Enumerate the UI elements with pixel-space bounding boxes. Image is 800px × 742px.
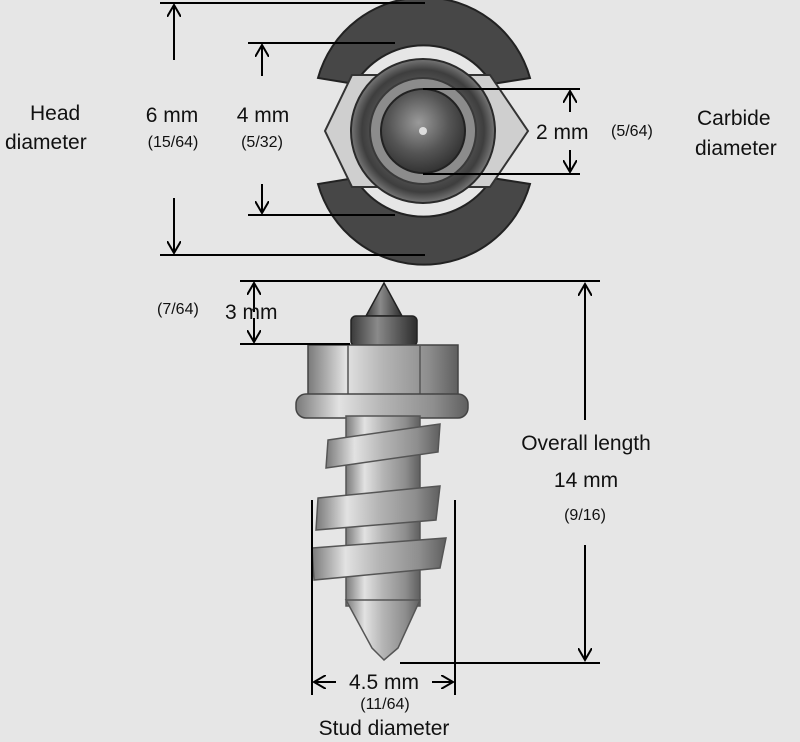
carbide-label-line1: Carbide: [697, 107, 771, 130]
carbide-metric: 2 mm: [536, 121, 589, 144]
head-label-line1: Head: [30, 102, 81, 125]
tip-imperial: (7/64): [157, 301, 199, 318]
head-flange-top: [316, 0, 532, 86]
overall-imperial: (9/16): [564, 507, 606, 524]
carbide-tip: [364, 281, 404, 317]
dimension-lines: [160, 2, 600, 695]
overall-label: Overall length: [521, 432, 651, 455]
hex-collar: [307, 344, 459, 398]
head-flange-bottom: [316, 176, 532, 266]
carbide-imperial: (5/64): [611, 123, 653, 140]
stud-top-view: [316, 0, 532, 266]
stud-metric: 4.5 mm: [348, 671, 420, 694]
head-inner-metric: 4 mm: [236, 104, 290, 127]
overall-metric: 14 mm: [553, 469, 619, 492]
tip-metric: 3 mm: [225, 301, 278, 324]
stud-label: Stud diameter: [318, 717, 450, 740]
stud-imperial: (11/64): [360, 696, 410, 713]
stud-side-view: [295, 281, 469, 662]
carbide-label-line2: diameter: [695, 137, 777, 160]
head-outer-imperial: (15/64): [147, 134, 199, 151]
stud-point: [344, 599, 422, 662]
head-outer-metric: 6 mm: [145, 104, 199, 127]
head-label-line2: diameter: [5, 131, 87, 154]
head-inner-imperial: (5/32): [241, 134, 283, 151]
